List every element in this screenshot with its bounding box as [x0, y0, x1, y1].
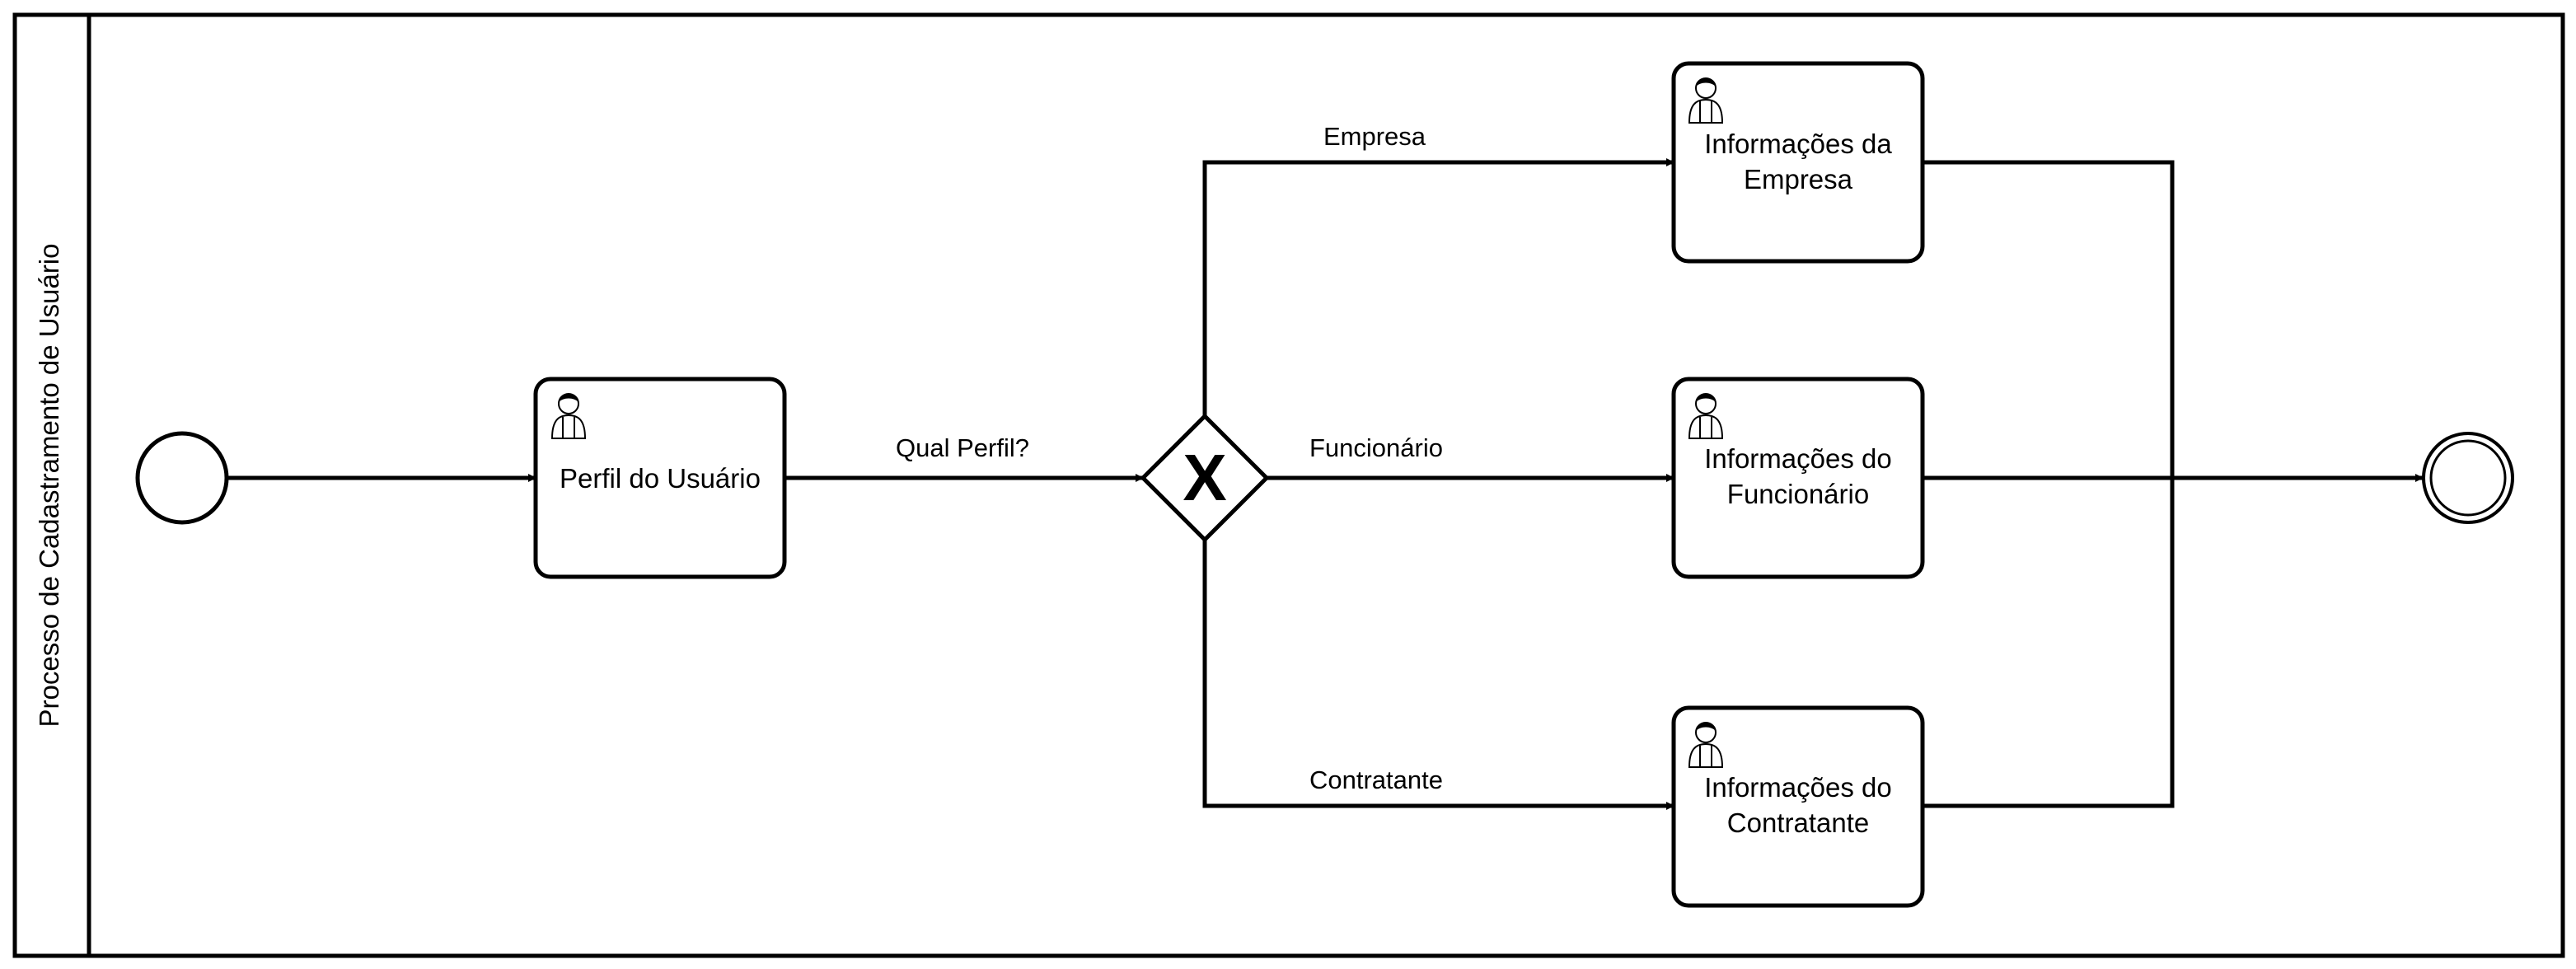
flow-gateway-to-empresa[interactable]	[1202, 158, 1674, 416]
exclusive-gateway[interactable]: X	[1140, 413, 1270, 543]
task-informacoes-do-funcionario[interactable]: Informações do Funcionário	[1671, 377, 1925, 579]
task-label-line2: Funcionário	[1727, 479, 1869, 509]
task-label-line1: Informações do	[1704, 772, 1891, 803]
flow-label-qual-perfil: Qual Perfil?	[896, 433, 1029, 462]
task-informacoes-do-contratante[interactable]: Informações do Contratante	[1671, 705, 1925, 908]
task-label-line2: Empresa	[1744, 164, 1853, 194]
flow-gateway-to-contratante[interactable]	[1202, 540, 1674, 810]
start-event[interactable]	[135, 431, 229, 525]
pool[interactable]	[12, 12, 2565, 958]
task-perfil-do-usuario[interactable]: Perfil do Usuário	[533, 377, 787, 579]
task-label: Perfil do Usuário	[560, 463, 761, 494]
pool-label: Processo de Cadastramento de Usuário	[34, 244, 64, 728]
task-label-line1: Informações do	[1704, 443, 1891, 474]
flow-label-empresa: Empresa	[1323, 122, 1426, 151]
flow-empresa-to-merge[interactable]	[1923, 160, 2175, 478]
task-informacoes-da-empresa[interactable]: Informações da Empresa	[1671, 61, 1925, 264]
task-label-line2: Contratante	[1727, 808, 1869, 838]
end-event[interactable]	[2422, 432, 2514, 524]
task-label-line1: Informações da	[1704, 129, 1892, 159]
flow-contratante-to-merge[interactable]	[1923, 478, 2175, 808]
flow-label-contratante: Contratante	[1309, 765, 1443, 794]
flow-label-funcionario: Funcionário	[1309, 433, 1443, 462]
gateway-x-icon: X	[1183, 441, 1226, 514]
sequence-flows	[227, 158, 2424, 810]
